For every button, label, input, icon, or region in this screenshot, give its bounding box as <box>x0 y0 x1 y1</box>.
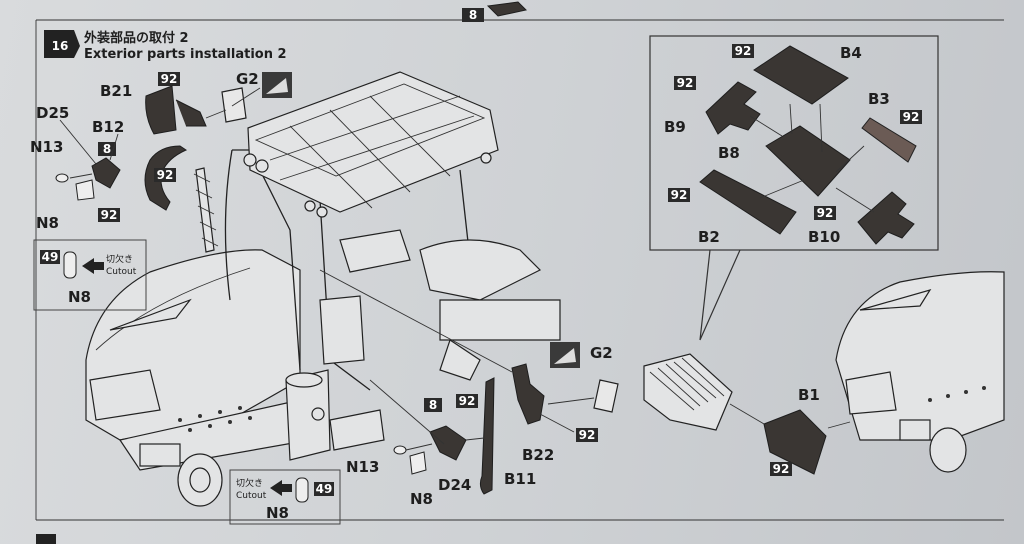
code-d25-side: 92 <box>101 208 118 222</box>
part-n13-top <box>55 173 69 183</box>
fuel-tank <box>285 369 331 461</box>
part-b11 <box>479 377 495 495</box>
label-b9: B9 <box>664 118 686 136</box>
cutout-en-lower: Cutout <box>236 491 267 501</box>
code-b4: 92 <box>735 44 752 58</box>
label-n8-callout-lower: N8 <box>266 504 289 522</box>
code-b3: 92 <box>903 110 920 124</box>
label-b21: B21 <box>100 82 132 100</box>
step-title-en: Exterior parts installation 2 <box>84 47 287 62</box>
front-weights <box>643 353 733 431</box>
cab-pillar-front <box>232 149 301 371</box>
code-d24: 8 <box>429 398 437 412</box>
code-b21: 92 <box>161 72 178 86</box>
part-b2 <box>699 169 797 235</box>
label-b22: B22 <box>522 446 554 464</box>
arrow-icon-lower <box>270 480 292 496</box>
label-n13-lower: N13 <box>346 458 379 476</box>
code-b1: 92 <box>773 462 790 476</box>
label-b2: B2 <box>698 228 720 246</box>
label-d24: D24 <box>438 476 471 494</box>
prev-step-code-box <box>462 8 484 22</box>
part-b12 <box>144 145 188 211</box>
step-title-jp: 外装部品の取付 2 <box>83 30 189 46</box>
part-n8-lower <box>409 451 427 475</box>
tractor-front-view <box>835 271 1005 473</box>
label-b10: B10 <box>808 228 840 246</box>
label-b8: B8 <box>718 144 740 162</box>
cutout-callout-lower: 切欠き Cutout 49 N8 <box>229 469 341 525</box>
rear-fender <box>419 239 542 301</box>
part-n13-lower <box>393 445 407 455</box>
label-g2-lower: G2 <box>590 344 613 362</box>
label-b3: B3 <box>868 90 890 108</box>
cutout-en-top: Cutout <box>106 267 137 277</box>
cutout-callout-top: 49 切欠き Cutout N8 <box>33 239 147 311</box>
prev-step-code: 8 <box>469 8 477 22</box>
code-49-top: 49 <box>42 250 59 264</box>
code-49-lower: 49 <box>316 482 333 496</box>
code-b22: 92 <box>579 428 596 442</box>
label-n8-callout: N8 <box>68 288 91 306</box>
label-b11: B11 <box>504 470 536 488</box>
code-b10: 92 <box>817 206 834 220</box>
part-b21 <box>145 85 177 135</box>
prev-step-part <box>486 1 528 17</box>
label-n8-top: N8 <box>36 214 59 232</box>
code-d25: 8 <box>103 142 111 156</box>
step-badge <box>44 30 80 58</box>
label-g2-top: G2 <box>236 70 259 88</box>
arrow-icon <box>82 258 104 274</box>
front-view-wheel <box>929 427 967 473</box>
step-header: 16 外装部品の取付 2 Exterior parts installation… <box>44 30 287 62</box>
part-b1 <box>763 409 827 475</box>
part-n8-top <box>75 179 95 201</box>
part-b21-bracket <box>175 99 207 127</box>
part-b8 <box>765 125 851 197</box>
decal-icon <box>262 72 292 98</box>
label-b4: B4 <box>840 44 862 62</box>
part-b4 <box>753 45 849 105</box>
label-d25: D25 <box>36 104 69 122</box>
label-n8-lower: N8 <box>410 490 433 508</box>
inset-frame <box>649 35 939 251</box>
part-d24 <box>429 425 467 461</box>
front-weight-assembly: B1 92 <box>643 353 851 476</box>
step-number: 16 <box>52 39 69 53</box>
label-b1: B1 <box>798 386 820 404</box>
code-b12: 92 <box>157 168 174 182</box>
part-b22 <box>511 363 545 425</box>
next-step-marker <box>36 534 56 544</box>
code-b11: 92 <box>459 394 476 408</box>
cutout-jp-lower: 切欠き <box>236 477 263 489</box>
detail-inset: B4 92 B3 92 92 B9 B8 92 B2 92 B10 <box>649 35 939 341</box>
cab-roof <box>247 71 499 213</box>
code-b2: 92 <box>671 188 688 202</box>
cutout-jp-top: 切欠き <box>106 253 133 265</box>
part-g2-lower <box>593 379 619 413</box>
part-b10 <box>857 191 915 245</box>
code-b9: 92 <box>677 76 694 90</box>
label-b12: B12 <box>92 118 124 136</box>
part-b9 <box>705 81 761 135</box>
decal-icon-lower <box>550 342 580 368</box>
label-n13-top: N13 <box>30 138 63 156</box>
part-b3 <box>861 117 917 163</box>
tractor-illustration <box>85 71 561 507</box>
part-d25 <box>91 157 121 189</box>
